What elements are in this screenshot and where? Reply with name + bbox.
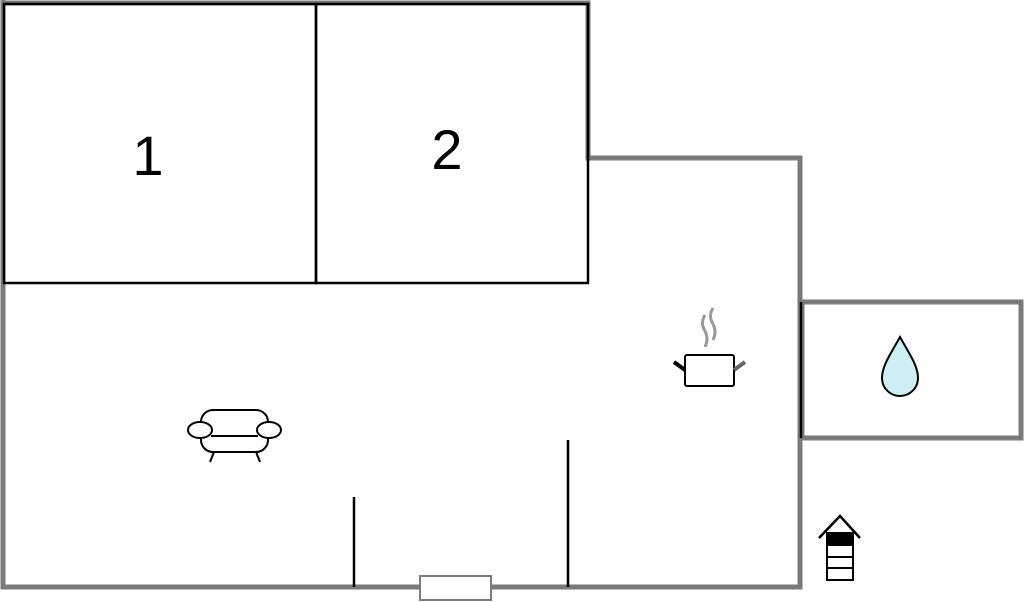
inner-walls — [2, 2, 803, 587]
entrance-arrow-icon — [818, 514, 861, 581]
room-1-label: 1 — [132, 124, 163, 187]
room-2-label: 2 — [431, 118, 462, 181]
room-2-outline — [314, 2, 590, 285]
window — [419, 575, 492, 601]
cooking-pot-icon — [672, 307, 747, 387]
water-drop-icon — [880, 334, 920, 397]
sofa-icon — [187, 409, 282, 463]
